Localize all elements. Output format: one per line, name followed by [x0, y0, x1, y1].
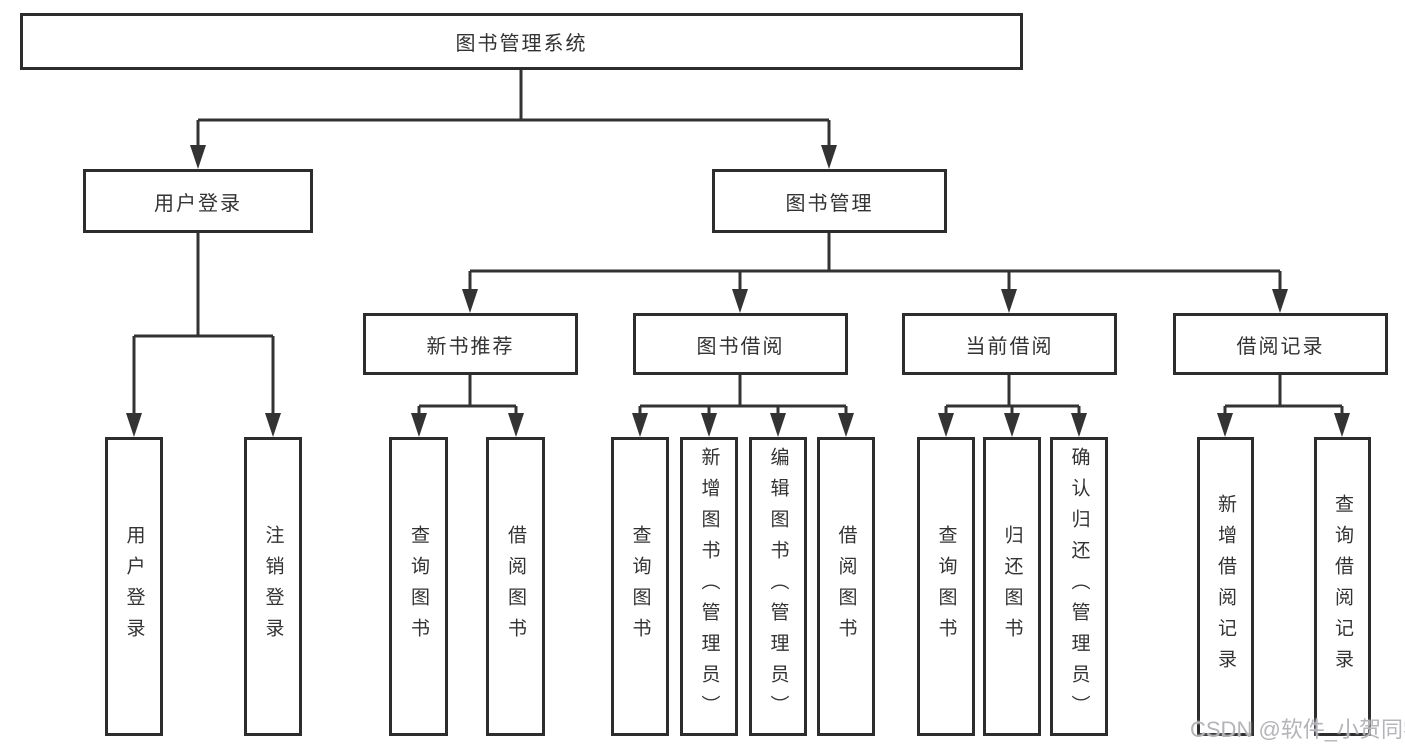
- node-label: 借阅图书: [505, 524, 526, 649]
- node-label: 新增图书（管理员）: [698, 447, 720, 726]
- leaf-cb-confirm-return-admin: 确认归还（管理员）: [1050, 437, 1108, 736]
- leaf-rec-query-books: 查询图书: [389, 437, 448, 736]
- node-label: 编辑图书（管理员）: [767, 447, 789, 726]
- node-borrowing-records: 借阅记录: [1173, 313, 1388, 375]
- node-new-book-recommend: 新书推荐: [363, 313, 578, 375]
- leaf-bb-edit-books-admin: 编辑图书（管理员）: [749, 437, 807, 736]
- node-label: 借阅记录: [1236, 335, 1325, 358]
- node-label: 图书借阅: [696, 335, 785, 358]
- node-user-login: 用户登录: [83, 169, 313, 233]
- node-library-management-system: 图书管理系统: [20, 13, 1023, 70]
- node-label: 图书管理系统: [455, 33, 588, 55]
- leaf-cb-return-books: 归还图书: [983, 437, 1041, 736]
- node-label: 归还图书: [1001, 524, 1023, 649]
- arrowheads: [126, 145, 1350, 437]
- leaf-rec-borrow-books: 借阅图书: [486, 437, 545, 736]
- node-label: 确认归还（管理员）: [1068, 447, 1090, 726]
- leaf-br-add-record: 新增借阅记录: [1197, 437, 1254, 736]
- leaf-cb-query-books: 查询图书: [917, 437, 975, 736]
- node-label: 用户登录: [154, 192, 242, 215]
- csdn-watermark: CSDN @软件_小贺同学: [1190, 717, 1405, 742]
- node-label: 当前借阅: [965, 335, 1054, 358]
- node-book-borrowing: 图书借阅: [633, 313, 848, 375]
- node-book-management: 图书管理: [712, 169, 947, 233]
- node-label: 查询图书: [408, 524, 429, 649]
- node-label: 新书推荐: [426, 335, 515, 358]
- node-label: 借阅图书: [835, 524, 857, 649]
- node-label: 注销登录: [262, 524, 284, 649]
- leaf-logout: 注销登录: [244, 437, 302, 736]
- leaf-br-query-record: 查询借阅记录: [1314, 437, 1371, 736]
- node-current-borrowing: 当前借阅: [902, 313, 1117, 375]
- node-label: 图书管理: [785, 192, 874, 215]
- node-label: 查询图书: [935, 524, 957, 649]
- leaf-user-login: 用户登录: [105, 437, 163, 736]
- node-label: 查询图书: [629, 524, 651, 649]
- leaf-bb-borrow-books: 借阅图书: [817, 437, 875, 736]
- node-label: 新增借阅记录: [1215, 493, 1236, 680]
- node-label: 查询借阅记录: [1332, 493, 1353, 680]
- node-label: 用户登录: [123, 524, 145, 649]
- leaf-bb-add-books-admin: 新增图书（管理员）: [680, 437, 738, 736]
- leaf-bb-query-books: 查询图书: [611, 437, 669, 736]
